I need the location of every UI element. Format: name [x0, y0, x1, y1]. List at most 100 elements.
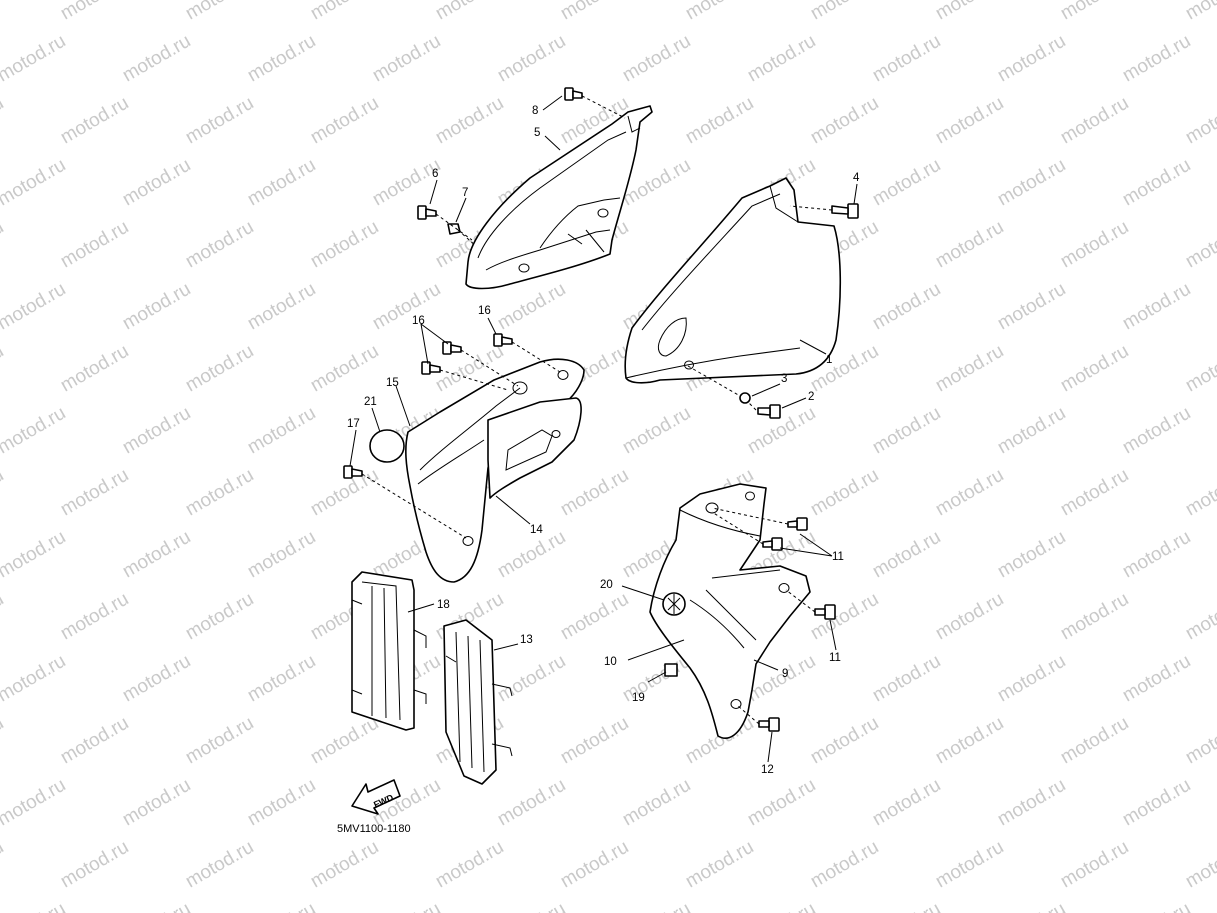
part-15-shroud: [405, 358, 585, 583]
watermark-text: motod.ru: [244, 279, 319, 335]
watermark-text: motod.ru: [494, 31, 569, 87]
watermark-text: motod.ru: [244, 775, 319, 831]
watermark-text: motod.ru: [119, 279, 194, 335]
watermark-text: motod.ru: [807, 465, 882, 521]
watermark-text: motod.ru: [682, 0, 757, 24]
fastener-collar-7: [447, 223, 461, 235]
watermark-text: motod.ru: [494, 279, 569, 335]
callout-1: 1: [826, 354, 832, 366]
watermark-text: motod.ru: [619, 403, 694, 459]
callout-16a: 16: [412, 315, 425, 327]
watermark-text: motod.ru: [0, 31, 69, 87]
fastener-bolt-6: [417, 205, 437, 220]
watermark-text: motod.ru: [244, 31, 319, 87]
fastener-bolt-11c: [814, 604, 836, 620]
watermark-text: motod.ru: [869, 651, 944, 707]
watermark-text: motod.ru: [994, 899, 1069, 913]
watermark-text: motod.ru: [182, 341, 257, 397]
watermark-text: motod.ru: [1119, 31, 1194, 87]
callout-7: 7: [462, 187, 468, 199]
watermark-text: motod.ru: [244, 899, 319, 913]
part-18-radiator-guard: [351, 571, 427, 731]
callout-2: 2: [808, 391, 814, 403]
callouts: 1 2 3 4 5 6 7 8 9 10 11 11 12 13 14 15 1…: [347, 105, 860, 776]
fastener-bolt-4: [831, 203, 859, 219]
watermark-text: motod.ru: [244, 651, 319, 707]
watermark-text: motod.ru: [1057, 341, 1132, 397]
callout-17: 17: [347, 418, 360, 430]
watermark-text: motod.ru: [1119, 279, 1194, 335]
watermark-text: motod.ru: [744, 899, 819, 913]
watermark-text: motod.ru: [1182, 341, 1217, 397]
watermark-text: motod.ru: [932, 341, 1007, 397]
watermark-text: motod.ru: [869, 279, 944, 335]
part-1-side-cover: [624, 177, 842, 384]
callout-4: 4: [853, 172, 860, 184]
callout-16b: 16: [478, 305, 491, 317]
callout-9: 9: [782, 668, 788, 680]
watermark-text: motod.ru: [1182, 93, 1217, 149]
watermark-text: motod.ru: [1057, 837, 1132, 893]
watermark-text: motod.ru: [994, 31, 1069, 87]
watermark-text: motod.ru: [1057, 589, 1132, 645]
callout-19: 19: [632, 692, 645, 704]
watermark-text: motod.ru: [0, 651, 69, 707]
watermark-text: motod.ru: [0, 589, 7, 645]
watermark-text: motod.ru: [932, 465, 1007, 521]
watermark-text: motod.ru: [1119, 899, 1194, 913]
watermark-text: motod.ru: [0, 899, 69, 913]
watermark-text: motod.ru: [182, 837, 257, 893]
callout-21: 21: [364, 396, 377, 408]
fastener-bolt-12: [758, 717, 780, 732]
watermark-text: motod.ru: [0, 775, 69, 831]
watermark-text: motod.ru: [1182, 713, 1217, 769]
watermark-text: motod.ru: [932, 93, 1007, 149]
watermark-text: motod.ru: [0, 279, 69, 335]
watermark-text: motod.ru: [432, 0, 507, 24]
watermark-text: motod.ru: [57, 465, 132, 521]
callout-12: 12: [761, 764, 774, 776]
watermark-text: motod.ru: [1057, 93, 1132, 149]
fastener-bolt-16b: [493, 333, 513, 347]
watermark-text: motod.ru: [369, 155, 444, 211]
callout-10: 10: [604, 656, 617, 668]
part-5-side-cover-upper: [465, 105, 653, 290]
watermark-text: motod.ru: [182, 217, 257, 273]
watermark-text: motod.ru: [0, 713, 7, 769]
watermark-text: motod.ru: [0, 217, 7, 273]
watermark-text: motod.ru: [244, 403, 319, 459]
watermark-text: motod.ru: [369, 899, 444, 913]
callout-15: 15: [386, 377, 399, 389]
watermark-text: motod.ru: [1057, 0, 1132, 24]
callout-20: 20: [600, 579, 613, 591]
watermark-text: motod.ru: [807, 713, 882, 769]
watermark-text: motod.ru: [182, 589, 257, 645]
part-13-radiator-guard: [443, 619, 513, 785]
watermark-text: motod.ru: [557, 837, 632, 893]
leader-lines: [349, 95, 858, 763]
watermark-text: motod.ru: [0, 341, 7, 397]
watermark-text: motod.ru: [1182, 589, 1217, 645]
fastener-bolt-17: [343, 465, 363, 479]
watermark-text: motod.ru: [994, 651, 1069, 707]
watermark-text: motod.ru: [119, 155, 194, 211]
watermark-text: motod.ru: [807, 837, 882, 893]
watermark-text: motod.ru: [1057, 465, 1132, 521]
watermark-text: motod.ru: [932, 713, 1007, 769]
callout-18: 18: [437, 599, 450, 611]
watermark-text: motod.ru: [869, 31, 944, 87]
watermark-text: motod.ru: [869, 775, 944, 831]
watermark-text: motod.ru: [1057, 217, 1132, 273]
watermark-text: motod.ru: [307, 837, 382, 893]
watermark-text: motod.ru: [1057, 713, 1132, 769]
watermark-text: motod.ru: [0, 527, 69, 583]
watermark-text: motod.ru: [57, 589, 132, 645]
watermark-text: motod.ru: [119, 31, 194, 87]
fastener-bolt-16c: [421, 361, 441, 375]
callout-8: 8: [532, 105, 538, 117]
watermark-text: motod.ru: [994, 775, 1069, 831]
watermark-text: motod.ru: [1182, 465, 1217, 521]
watermark-text: motod.ru: [432, 837, 507, 893]
part-9-lower-cover: [649, 483, 811, 739]
part-21-emblem: [369, 429, 405, 463]
